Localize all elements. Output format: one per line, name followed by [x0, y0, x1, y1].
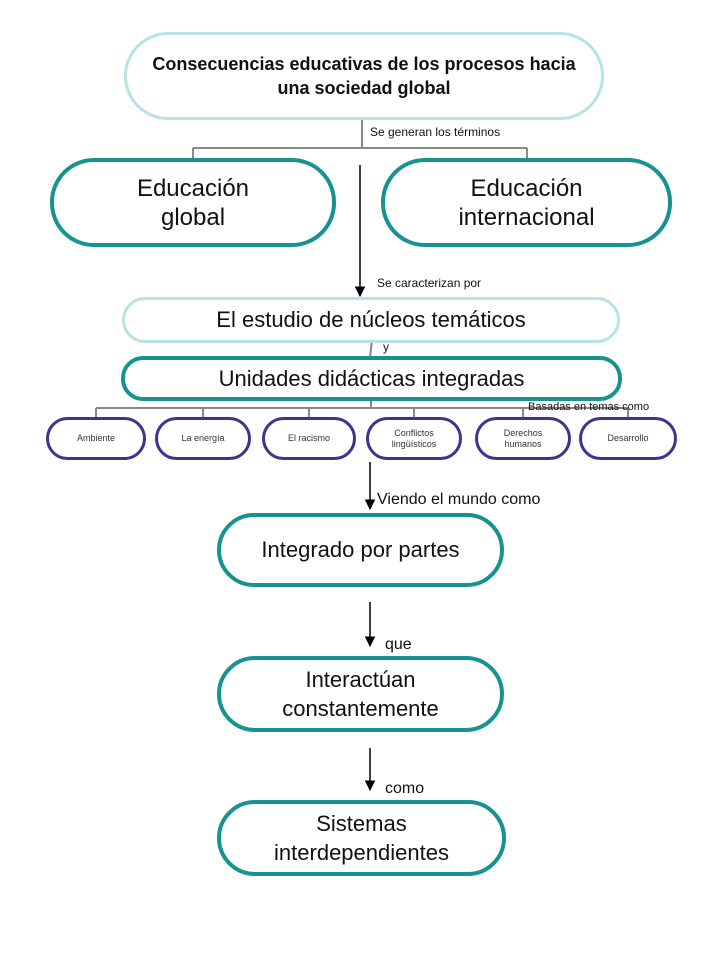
link-basadas: Basadas en temas como: [528, 401, 650, 413]
node-educacion-internacional: Educación internacional: [381, 158, 672, 247]
link-viendo: Viendo el mundo como: [377, 491, 541, 508]
link-se-generan: Se generan los términos: [370, 125, 501, 139]
node-sistemas: Sistemas interdependientes: [217, 800, 506, 876]
node-educacion-global: Educación global: [50, 158, 336, 247]
theme-desarrollo: Desarrollo: [579, 417, 677, 460]
root-node: Consecuencias educativas de los procesos…: [124, 32, 604, 120]
theme-energia: La energía: [155, 417, 251, 460]
link-como: como: [385, 780, 425, 797]
node-estudio-nucleos: El estudio de núcleos temáticos: [122, 297, 620, 343]
node-interactuan: Interactúan constantemente: [217, 656, 504, 732]
node-integrado: Integrado por partes: [217, 513, 504, 587]
theme-ambiente: Ambiente: [46, 417, 146, 460]
link-que: que: [385, 636, 412, 653]
theme-racismo: El racismo: [262, 417, 356, 460]
link-y: y: [383, 340, 389, 354]
node-unidades-didacticas: Unidades didácticas integradas: [121, 356, 622, 401]
link-se-caracterizan: Se caracterizan por: [377, 276, 482, 290]
theme-conflictos: Conflictos lingüísticos: [366, 417, 462, 460]
theme-derechos: Derechos humanos: [475, 417, 571, 460]
